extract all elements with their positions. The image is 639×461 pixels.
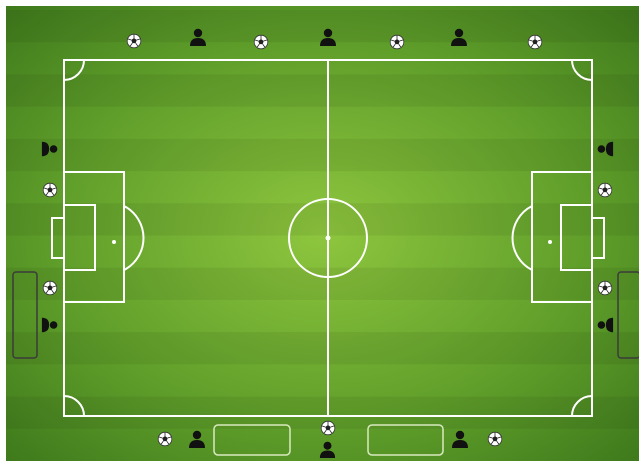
grass-stripe — [6, 74, 639, 106]
soccer-ball-icon — [321, 421, 335, 435]
soccer-ball-icon — [127, 34, 141, 48]
soccer-ball-icon — [390, 35, 404, 49]
soccer-ball-icon — [43, 281, 57, 295]
grass-stripe — [6, 203, 639, 235]
soccer-ball-icon — [488, 432, 502, 446]
grass-stripe — [6, 268, 639, 300]
soccer-ball-icon — [598, 281, 612, 295]
soccer-ball-icon — [158, 432, 172, 446]
centre-spot — [326, 236, 331, 241]
grass-stripe — [6, 139, 639, 171]
soccer-ball-icon — [528, 35, 542, 49]
soccer-ball-icon — [254, 35, 268, 49]
left-penalty-spot — [112, 240, 116, 244]
grass-stripe — [6, 332, 639, 364]
soccer-ball-icon — [43, 183, 57, 197]
soccer-ball-icon — [598, 183, 612, 197]
right-penalty-spot — [548, 240, 552, 244]
grass-stripe — [6, 10, 639, 42]
